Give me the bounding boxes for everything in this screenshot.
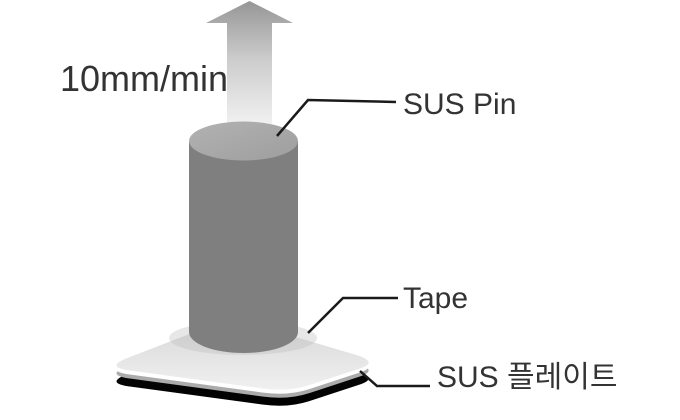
tape-label: Tape — [403, 282, 468, 315]
plate-leader-line — [359, 370, 430, 388]
pull-direction-arrow-icon — [206, 1, 293, 130]
speed-label: 10mm/min — [60, 58, 228, 99]
sus-pin-top-face — [189, 121, 298, 161]
pin-leader-line — [276, 98, 397, 137]
tape-leader-line — [307, 296, 398, 334]
sus-plate-label: SUS 플레이트 — [437, 361, 617, 394]
sus-pin-body — [189, 141, 298, 353]
sus-pin-label: SUS Pin — [403, 88, 516, 121]
